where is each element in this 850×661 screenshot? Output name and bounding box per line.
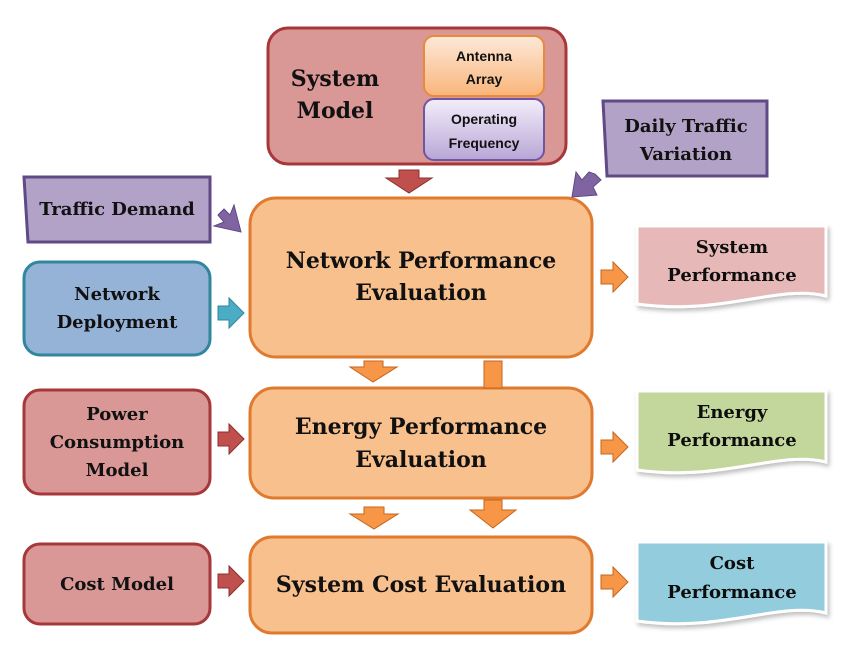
arrow-energy-to-energy-performance bbox=[600, 430, 629, 464]
energy-performance-doc: Energy Performance bbox=[635, 389, 828, 475]
system-performance-doc: System Performance bbox=[635, 224, 828, 309]
arrow-network-to-system-performance bbox=[600, 260, 629, 294]
arrow-cost-to-cost-performance bbox=[600, 565, 629, 599]
cost-performance-label-line1: Cost bbox=[710, 553, 755, 574]
cost-performance-label-line2: Performance bbox=[667, 582, 796, 603]
power-label-line1: Power bbox=[86, 404, 148, 425]
system-performance-label-line2: Performance bbox=[667, 265, 796, 286]
frequency-label-line1: Operating bbox=[451, 111, 517, 127]
energy-eval-label-line2: Evaluation bbox=[355, 447, 487, 473]
arrow-deployment-to-network bbox=[217, 296, 245, 330]
cost-performance-doc: Cost Performance bbox=[635, 540, 828, 626]
arrow-traffic-demand-to-network bbox=[212, 203, 242, 233]
arrow-network-to-energy bbox=[348, 360, 399, 383]
energy-performance-label-line1: Energy bbox=[697, 402, 768, 423]
antenna-label-line2: Array bbox=[466, 71, 503, 87]
network-deployment-label-line1: Network bbox=[74, 284, 160, 305]
daily-traffic-box: Daily Traffic Variation bbox=[601, 99, 769, 178]
energy-performance-evaluation-box: Energy Performance Evaluation bbox=[248, 386, 594, 500]
arrow-system-to-network bbox=[384, 169, 434, 194]
power-label-line2: Consumption bbox=[50, 432, 185, 453]
cost-model-label: Cost Model bbox=[60, 574, 174, 595]
antenna-array-box: Antenna Array bbox=[423, 35, 545, 97]
arrow-energy-to-cost-right bbox=[468, 499, 518, 529]
arrow-daily-traffic-to-network bbox=[571, 170, 602, 198]
arrow-energy-to-cost-left bbox=[348, 506, 400, 530]
system-model-label-line2: Model bbox=[297, 98, 374, 124]
network-performance-evaluation-box: Network Performance Evaluation bbox=[248, 196, 594, 359]
traffic-demand-label: Traffic Demand bbox=[39, 199, 195, 220]
cost-eval-label: System Cost Evaluation bbox=[276, 572, 566, 598]
power-label-line3: Model bbox=[86, 460, 149, 481]
energy-eval-label-line1: Energy Performance bbox=[295, 414, 547, 440]
power-consumption-box: Power Consumption Model bbox=[22, 388, 212, 496]
energy-performance-label-line2: Performance bbox=[667, 430, 796, 451]
network-eval-label-line2: Evaluation bbox=[355, 280, 487, 306]
connector-network-energy bbox=[483, 360, 503, 389]
operating-frequency-box: Operating Frequency bbox=[423, 98, 545, 161]
network-eval-label-line1: Network Performance bbox=[286, 248, 557, 274]
cost-model-box: Cost Model bbox=[22, 542, 212, 626]
antenna-label-line1: Antenna bbox=[456, 48, 512, 64]
network-deployment-box: Network Deployment bbox=[22, 260, 212, 357]
daily-traffic-label-line1: Daily Traffic bbox=[624, 116, 748, 137]
system-cost-evaluation-box: System Cost Evaluation bbox=[248, 535, 594, 635]
network-deployment-label-line2: Deployment bbox=[57, 312, 179, 333]
system-model-label-line1: System bbox=[291, 66, 380, 92]
arrow-cost-model-to-cost bbox=[217, 564, 245, 598]
traffic-demand-box: Traffic Demand bbox=[22, 175, 212, 244]
frequency-label-line2: Frequency bbox=[449, 135, 520, 151]
system-performance-label-line1: System bbox=[696, 237, 768, 258]
arrow-power-to-energy bbox=[217, 422, 245, 456]
daily-traffic-label-line2: Variation bbox=[639, 144, 732, 165]
